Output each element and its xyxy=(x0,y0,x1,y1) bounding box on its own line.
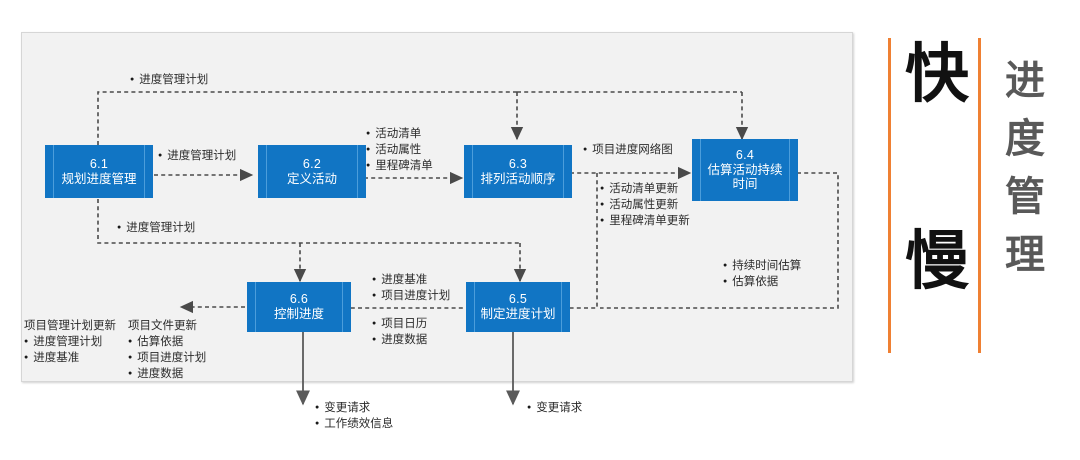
diagram-panel-background xyxy=(21,32,853,382)
wire-61-down-to-65 xyxy=(97,199,520,244)
process-box-6-6[interactable]: 6.6 控制进度 xyxy=(247,282,351,332)
hero-title-panel: 快 慢 进 度 管 理 xyxy=(866,30,1080,430)
label-65-down: 变更请求 xyxy=(527,400,582,416)
hero-side-title: 进 度 管 理 xyxy=(994,52,1056,284)
hero-side-title-char-3: 管 xyxy=(1005,174,1045,220)
hero-side-title-char-4: 理 xyxy=(1005,232,1045,278)
process-box-6-6-number: 6.6 xyxy=(289,292,309,307)
label-64-to-65: 持续时间估算 估算依据 xyxy=(723,258,801,290)
process-box-6-6-name: 控制进度 xyxy=(273,307,324,321)
label-66-left-col2: 项目文件更新 估算依据 项目进度计划 进度数据 xyxy=(128,319,206,382)
label-63-down-to-65: 活动清单更新 活动属性更新 里程碑清单更新 xyxy=(600,181,690,229)
label-61-down: 进度管理计划 xyxy=(117,220,195,236)
process-box-6-1[interactable]: 6.1 规划进度管理 xyxy=(45,145,153,198)
label-66-down: 变更请求 工作绩效信息 xyxy=(315,400,393,432)
accent-line-right xyxy=(978,38,981,353)
process-box-6-4-name-line1: 估算活动持续 xyxy=(707,162,783,177)
wire-63-down-to-65 xyxy=(543,173,598,315)
process-box-6-1-number: 6.1 xyxy=(89,156,109,171)
wire-64-to-65 xyxy=(600,172,839,309)
process-box-6-3-number: 6.3 xyxy=(508,156,528,171)
process-box-6-4[interactable]: 6.4 估算活动持续 时间 xyxy=(692,139,798,201)
process-box-6-5[interactable]: 6.5 制定进度计划 xyxy=(466,282,570,332)
process-box-6-2[interactable]: 6.2 定义活动 xyxy=(258,145,366,198)
label-top-feedback: 进度管理计划 xyxy=(130,72,208,88)
wire-61-top-feedback xyxy=(97,91,517,145)
hero-side-title-char-1: 进 xyxy=(1005,58,1045,104)
process-box-6-4-name-line2: 时间 xyxy=(732,177,758,192)
label-63-to-64: 项目进度网络图 xyxy=(583,142,673,158)
label-62-to-63: 活动清单 活动属性 里程碑清单 xyxy=(366,126,433,174)
process-box-6-3[interactable]: 6.3 排列活动顺序 xyxy=(464,145,572,198)
process-box-6-5-name: 制定进度计划 xyxy=(480,307,556,321)
process-box-6-3-name: 排列活动顺序 xyxy=(480,171,556,186)
hero-char-kuai: 快 xyxy=(905,38,969,112)
hero-side-title-char-2: 度 xyxy=(1005,116,1045,162)
process-box-6-2-number: 6.2 xyxy=(302,156,322,171)
process-box-6-5-number: 6.5 xyxy=(508,292,528,307)
process-box-6-4-number: 6.4 xyxy=(735,147,755,162)
label-65-to-66-top: 进度基准 项目进度计划 xyxy=(372,272,450,304)
process-box-6-1-name: 规划进度管理 xyxy=(61,171,137,186)
label-66-left-outputs: 项目管理计划更新 进度管理计划 进度基准 项目文件更新 估算依据 项目进度计划 … xyxy=(24,319,206,382)
label-66-left-col1: 项目管理计划更新 进度管理计划 进度基准 xyxy=(24,319,116,382)
hero-char-man: 慢 xyxy=(905,225,969,299)
process-box-6-2-name: 定义活动 xyxy=(286,171,337,186)
label-65-to-66-bottom: 项目日历 进度数据 xyxy=(372,316,427,348)
label-61-to-62: 进度管理计划 xyxy=(158,148,236,164)
accent-line-left xyxy=(888,38,891,353)
